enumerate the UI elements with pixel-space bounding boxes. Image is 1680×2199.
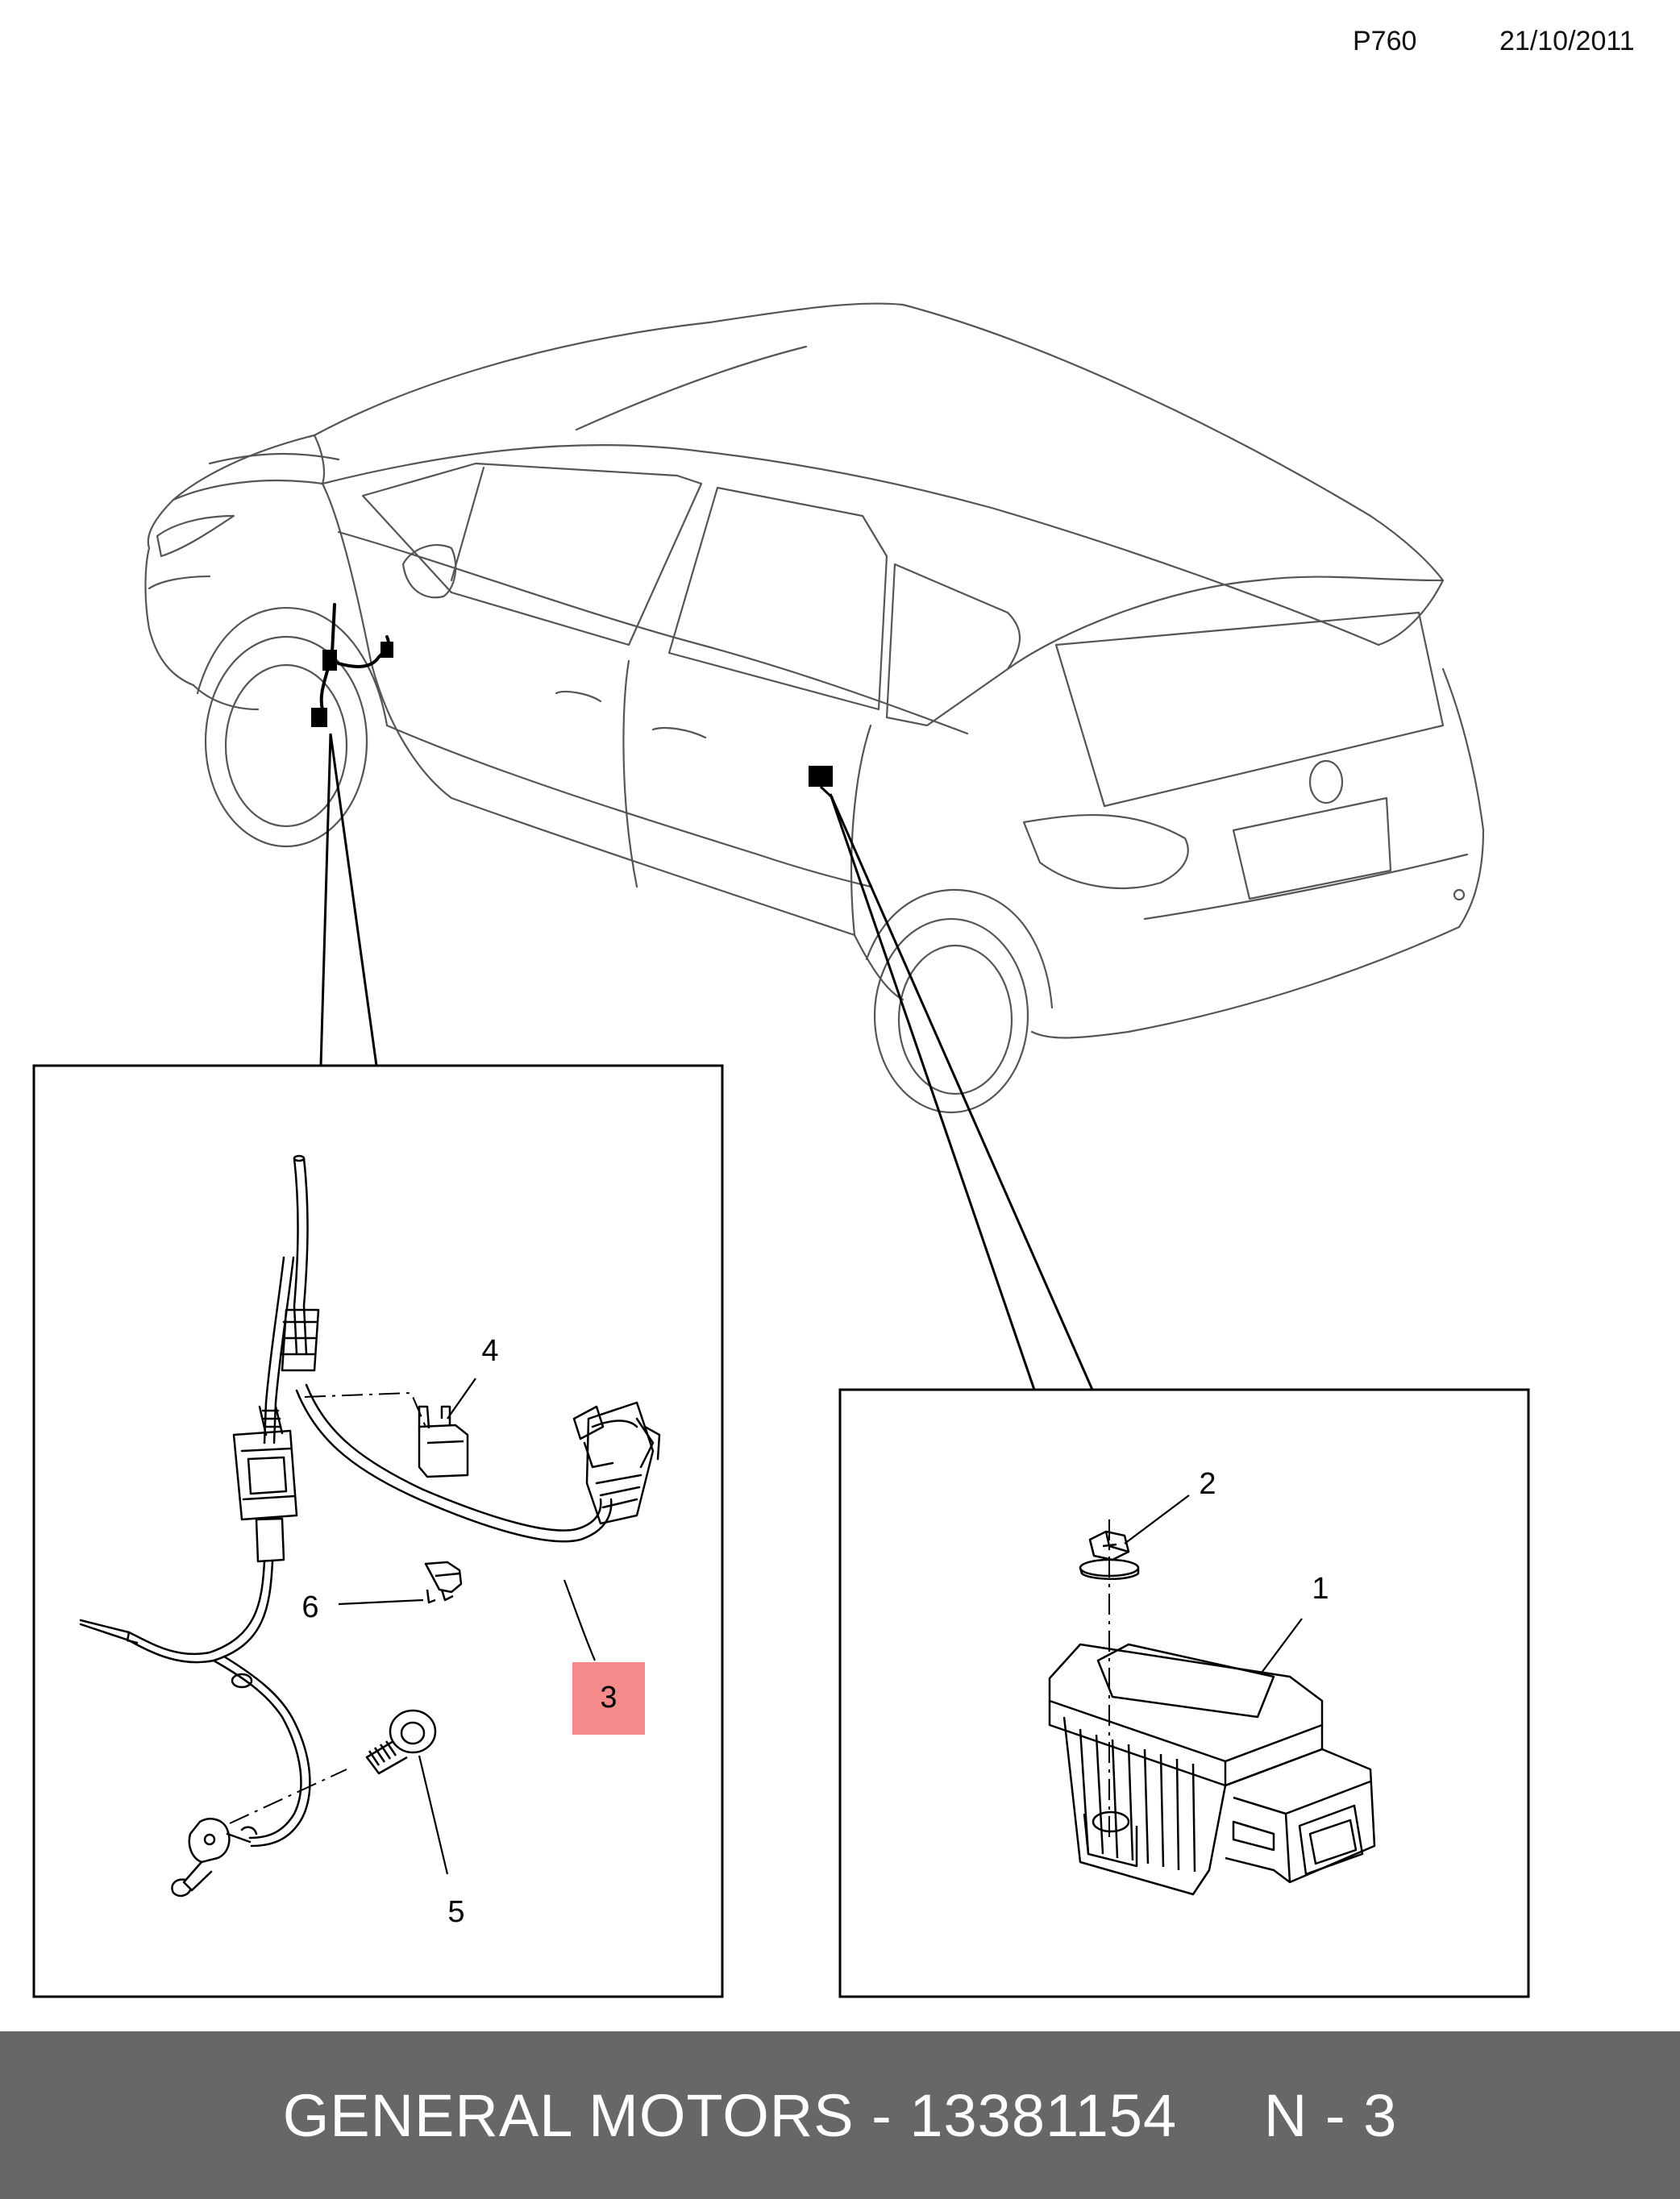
- detail-box-harness: [32, 1064, 724, 1998]
- callout-4: 4: [481, 1334, 498, 1368]
- sensor-on-vehicle: [809, 766, 834, 800]
- clip-part-4: [418, 1405, 469, 1478]
- callout-3: 3: [600, 1681, 617, 1715]
- callout-leaders-right: [1124, 1494, 1303, 1673]
- callout-2: 2: [1199, 1467, 1216, 1501]
- vehicle-illustration: [144, 302, 1485, 1114]
- bolt-part-5: [365, 1709, 437, 1775]
- parts-diagram: 4 6 5 3 2 1: [32, 302, 1530, 1998]
- harness-on-vehicle: [311, 603, 393, 727]
- clip-part-6: [424, 1561, 463, 1604]
- callout-5: 5: [447, 1895, 464, 1929]
- assembly-lines: [229, 1391, 426, 1824]
- footer-bar: GENERAL MOTORS - 13381154 N - 3: [0, 2031, 1680, 2199]
- callout-6: 6: [301, 1590, 318, 1624]
- detail-box-sensor: [838, 1388, 1530, 1998]
- diagram-date: 21/10/2011: [1499, 26, 1635, 56]
- callout-leaders-left: [338, 1378, 597, 1875]
- highlight-box: [572, 1662, 645, 1735]
- wiring-harness-illustration: [79, 1154, 661, 1898]
- footer-part-number: GENERAL MOTORS - 13381154 N - 3: [282, 2081, 1398, 2149]
- callout-1: 1: [1312, 1572, 1329, 1606]
- sensor-module-part-1: [1048, 1643, 1376, 1896]
- diagram-code: P760: [1353, 26, 1417, 56]
- leader-lines: [319, 733, 1094, 1390]
